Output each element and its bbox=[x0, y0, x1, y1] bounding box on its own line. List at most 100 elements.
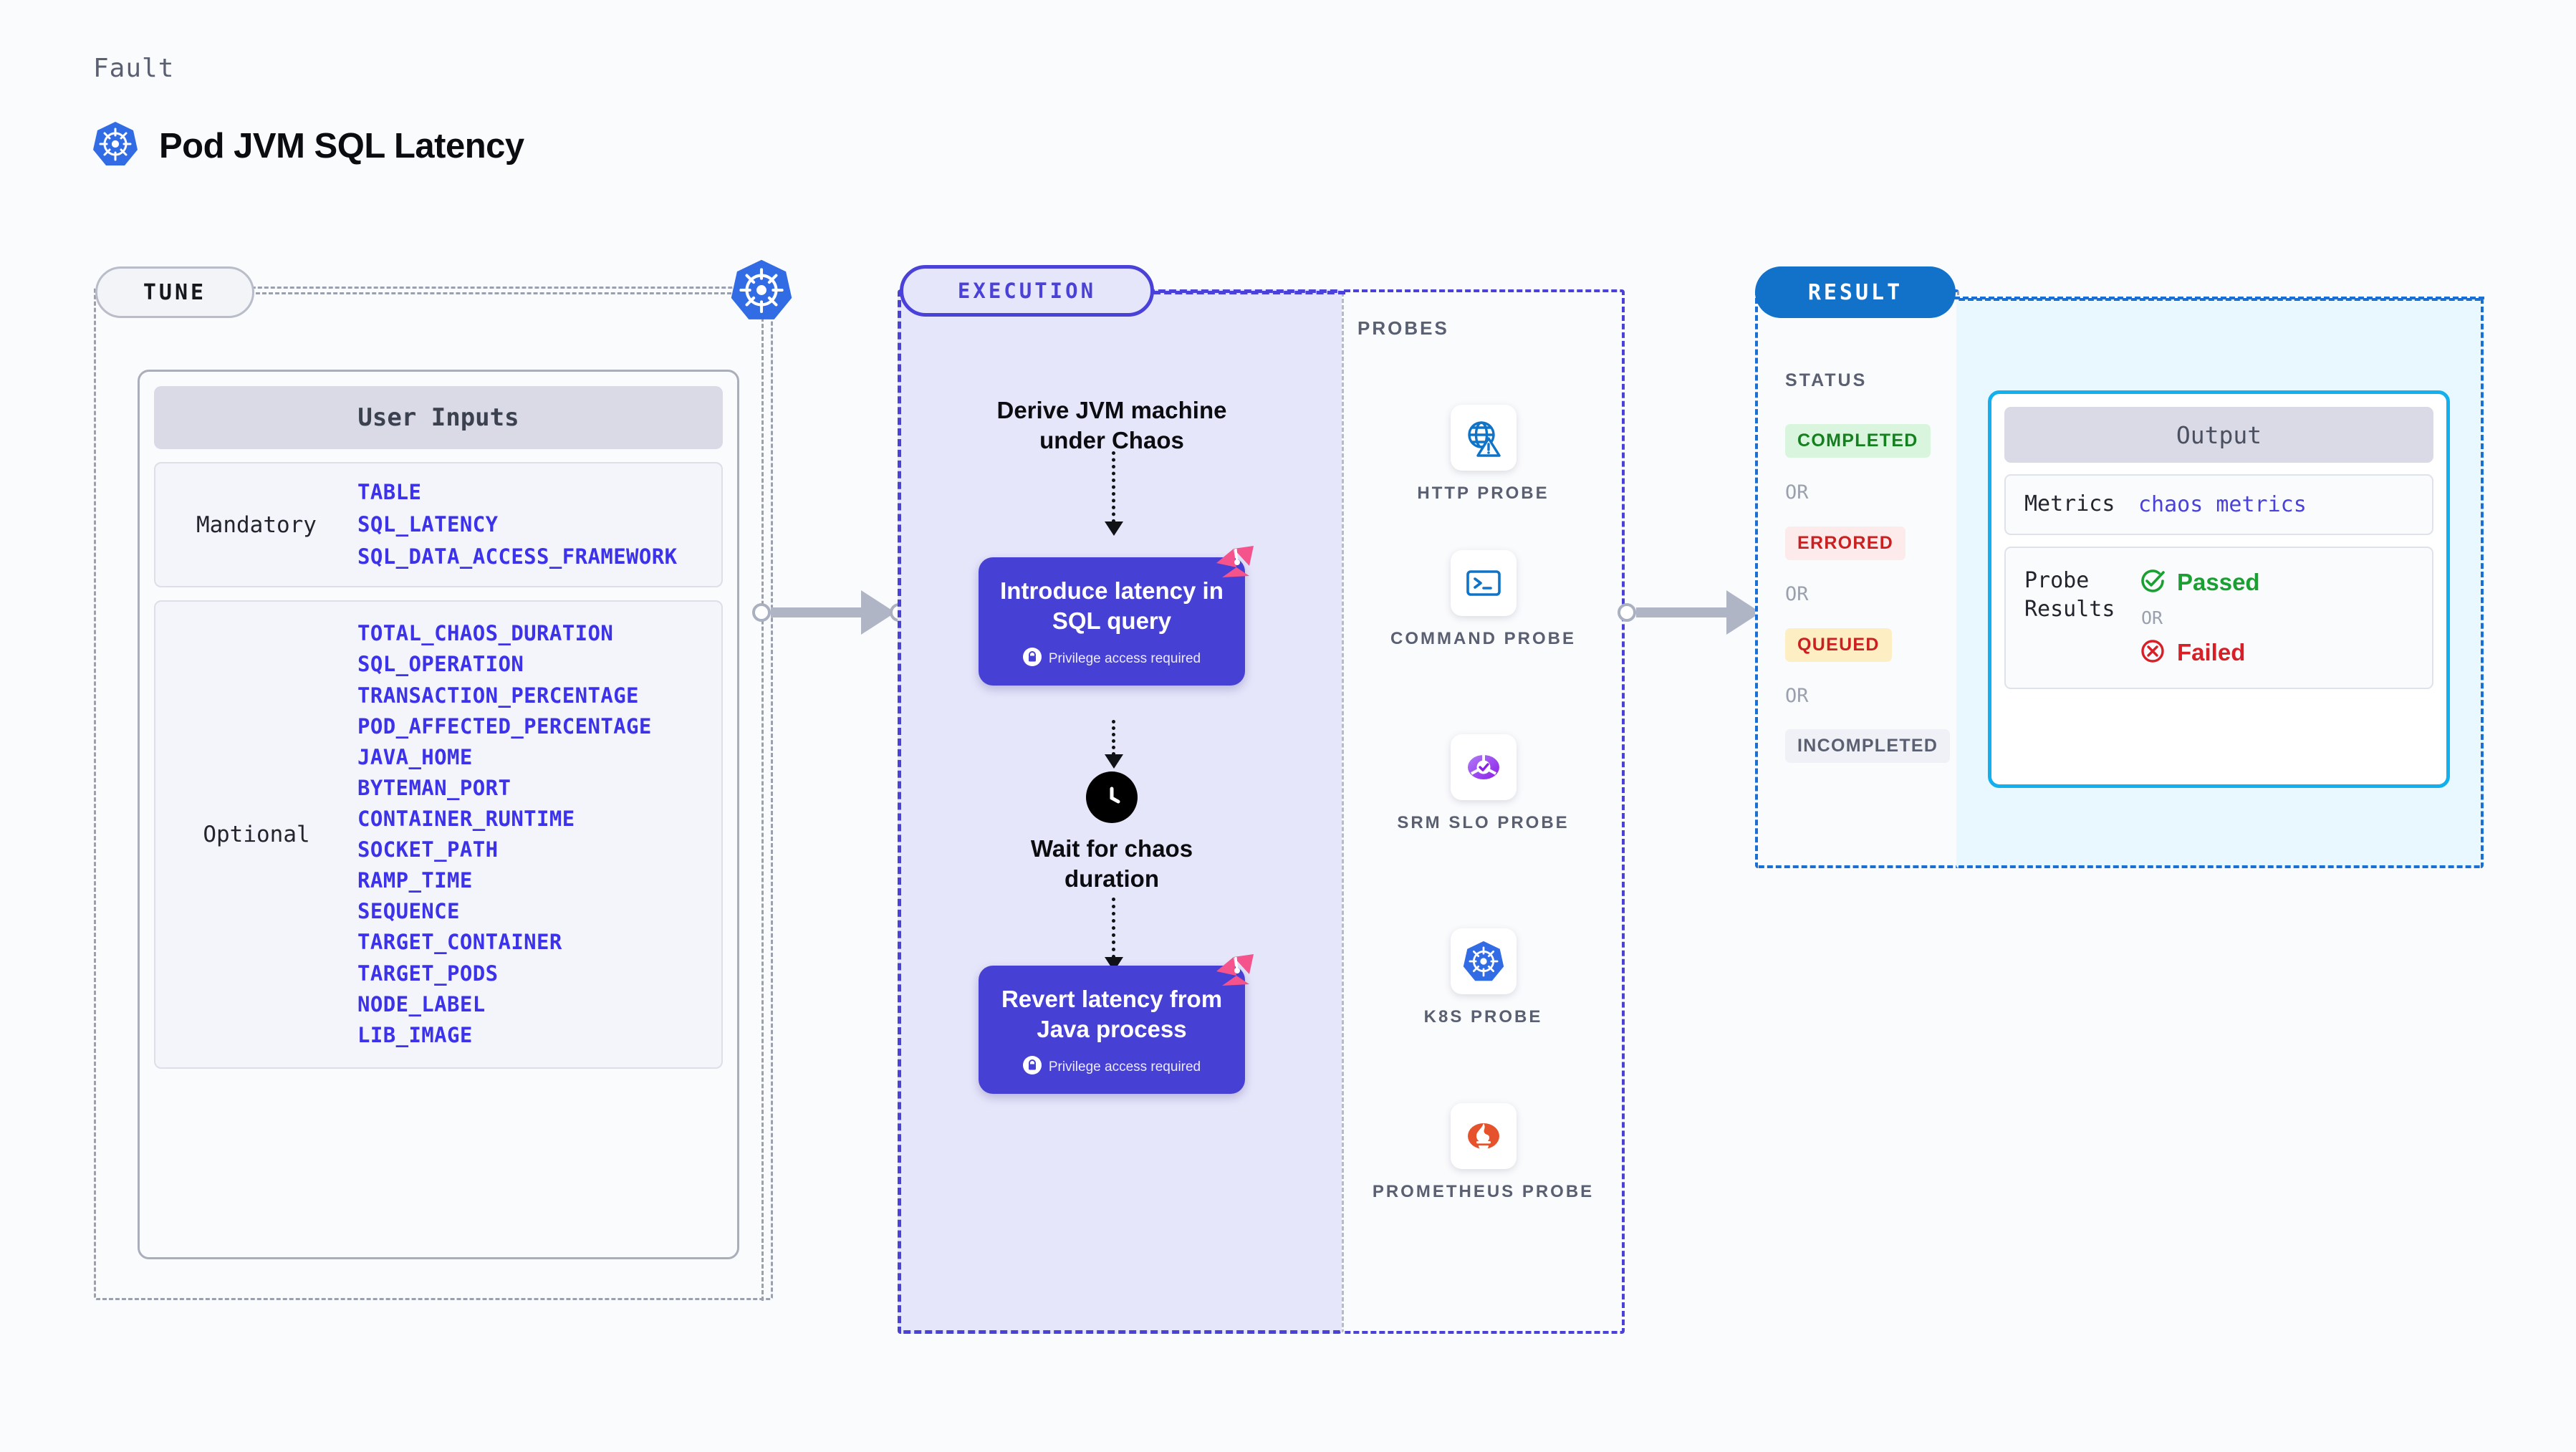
wait-duration-step-label: Wait for chaos duration bbox=[1030, 835, 1193, 893]
mandatory-inputs-list: TABLE SQL_LATENCY SQL_DATA_ACCESS_FRAMEW… bbox=[357, 479, 678, 570]
kubernetes-icon bbox=[731, 258, 792, 326]
probe-k8s[interactable]: K8S PROBE bbox=[1342, 928, 1625, 1028]
prometheus-icon bbox=[1450, 1103, 1517, 1169]
optional-label: Optional bbox=[203, 822, 310, 848]
list-item[interactable]: SQL_OPERATION bbox=[357, 652, 524, 677]
passed-label: Passed bbox=[2177, 569, 2260, 595]
execution-badge[interactable]: EXECUTION bbox=[900, 265, 1154, 317]
status-badge-errored: ERRORED bbox=[1785, 527, 1906, 560]
introduce-latency-step[interactable]: Introduce latency in SQL query Privilege… bbox=[979, 557, 1245, 686]
list-item[interactable]: TRANSACTION_PERCENTAGE bbox=[357, 683, 639, 708]
list-item[interactable]: TOTAL_CHAOS_DURATION bbox=[357, 621, 614, 646]
flow-arrowhead bbox=[1105, 521, 1123, 536]
connector-bar bbox=[771, 607, 862, 617]
flow-arrowhead bbox=[1105, 754, 1123, 769]
probe-label: SRM SLO PROBE bbox=[1397, 813, 1570, 832]
terminal-icon bbox=[1450, 550, 1517, 616]
probe-results-label: Probe Results bbox=[2024, 567, 2115, 622]
lock-icon bbox=[1022, 1056, 1042, 1078]
connector-bar bbox=[1636, 607, 1728, 617]
probe-command[interactable]: COMMAND PROBE bbox=[1342, 550, 1625, 650]
connector-dot bbox=[752, 603, 771, 622]
list-item[interactable]: POD_AFFECTED_PERCENTAGE bbox=[357, 713, 652, 739]
page-title: Pod JVM SQL Latency bbox=[159, 126, 524, 165]
revert-latency-step[interactable]: Revert latency from Java process Privile… bbox=[979, 966, 1245, 1095]
list-item[interactable]: TARGET_CONTAINER bbox=[357, 930, 562, 955]
list-item[interactable]: SOCKET_PATH bbox=[357, 837, 499, 862]
flow-arrow bbox=[1112, 720, 1115, 756]
probe-label: PROMETHEUS PROBE bbox=[1372, 1182, 1595, 1201]
or-separator: OR bbox=[1785, 583, 1809, 605]
or-separator: OR bbox=[1785, 685, 1809, 707]
result-badge[interactable]: RESULT bbox=[1755, 266, 1956, 318]
list-item[interactable]: TABLE bbox=[357, 480, 422, 504]
tune-connector-line bbox=[256, 292, 744, 294]
list-item[interactable]: LIB_IMAGE bbox=[357, 1022, 473, 1047]
list-item[interactable]: NODE_LABEL bbox=[357, 991, 486, 1016]
probe-result-passed: Passed bbox=[2138, 567, 2260, 599]
step-title: Revert latency from Java process bbox=[1001, 986, 1223, 1043]
probe-label: K8S PROBE bbox=[1423, 1007, 1543, 1027]
result-connector-line bbox=[1954, 297, 2484, 299]
probe-result-failed: Failed bbox=[2138, 637, 2260, 669]
status-badge-completed: COMPLETED bbox=[1785, 424, 1931, 458]
x-circle-icon bbox=[2138, 637, 2167, 669]
user-inputs-title: User Inputs bbox=[154, 386, 723, 449]
privilege-note: Privilege access required bbox=[989, 1056, 1235, 1078]
execution-connector-line bbox=[1153, 291, 1345, 294]
or-separator: OR bbox=[2141, 607, 2163, 628]
connector-probes-to-result bbox=[1618, 590, 1774, 635]
privilege-note-text: Privilege access required bbox=[1048, 650, 1201, 666]
lock-icon bbox=[1022, 648, 1042, 670]
probes-section-label: PROBES bbox=[1357, 317, 1449, 339]
probe-results-row: Probe Results Passed OR bbox=[2004, 546, 2433, 689]
optional-inputs-list: TOTAL_CHAOS_DURATION SQL_OPERATION TRANS… bbox=[357, 620, 652, 1049]
metrics-value[interactable]: chaos metrics bbox=[2138, 491, 2307, 517]
fault-eyebrow-label: Fault bbox=[93, 54, 175, 83]
status-section-label: STATUS bbox=[1785, 370, 1868, 390]
optional-inputs-group: Optional TOTAL_CHAOS_DURATION SQL_OPERAT… bbox=[154, 600, 723, 1069]
connector-tune-to-execution bbox=[752, 590, 908, 635]
flow-arrow bbox=[1112, 451, 1115, 523]
srm-slo-icon bbox=[1450, 734, 1517, 800]
status-badge-queued: QUEUED bbox=[1785, 628, 1892, 662]
kubernetes-icon bbox=[93, 120, 138, 171]
probe-label: COMMAND PROBE bbox=[1390, 629, 1576, 648]
metrics-row: Metrics chaos metrics bbox=[2004, 474, 2433, 535]
output-card: Output Metrics chaos metrics Probe Resul… bbox=[1988, 390, 2450, 788]
probe-results-values: Passed OR Failed bbox=[2138, 567, 2260, 669]
metrics-label: Metrics bbox=[2024, 491, 2115, 516]
check-circle-icon bbox=[2138, 567, 2167, 599]
probe-srm-slo[interactable]: SRM SLO PROBE bbox=[1342, 734, 1625, 834]
list-item[interactable]: JAVA_HOME bbox=[357, 744, 473, 769]
list-item[interactable]: TARGET_PODS bbox=[357, 961, 499, 986]
list-item[interactable]: RAMP_TIME bbox=[357, 868, 473, 893]
derive-jvm-step-label: Derive JVM machine under Chaos bbox=[996, 397, 1227, 454]
list-item[interactable]: BYTEMAN_PORT bbox=[357, 775, 511, 800]
probe-http[interactable]: HTTP PROBE bbox=[1342, 405, 1625, 504]
list-item[interactable]: SQL_LATENCY bbox=[357, 512, 499, 537]
list-item[interactable]: SEQUENCE bbox=[357, 899, 460, 924]
tune-badge[interactable]: TUNE bbox=[95, 266, 254, 318]
probe-prometheus[interactable]: PROMETHEUS PROBE bbox=[1342, 1103, 1625, 1203]
list-item[interactable]: SQL_DATA_ACCESS_FRAMEWORK bbox=[357, 544, 678, 569]
mandatory-label: Mandatory bbox=[196, 511, 317, 538]
page-title-row: Pod JVM SQL Latency bbox=[93, 120, 524, 171]
litmus-chaos-icon bbox=[1212, 953, 1256, 990]
probe-label: HTTP PROBE bbox=[1417, 484, 1549, 503]
status-badge-incompleted: INCOMPLETED bbox=[1785, 729, 1951, 763]
step-title: Introduce latency in SQL query bbox=[1000, 577, 1224, 635]
failed-label: Failed bbox=[2177, 639, 2246, 665]
user-inputs-card: User Inputs Mandatory TABLE SQL_LATENCY … bbox=[138, 370, 739, 1259]
privilege-note-text: Privilege access required bbox=[1048, 1059, 1201, 1074]
list-item[interactable]: CONTAINER_RUNTIME bbox=[357, 806, 575, 831]
tune-right-edge bbox=[761, 298, 764, 1301]
or-separator: OR bbox=[1785, 481, 1809, 504]
mandatory-inputs-group: Mandatory TABLE SQL_LATENCY SQL_DATA_ACC… bbox=[154, 462, 723, 588]
flow-arrow bbox=[1112, 898, 1115, 958]
kubernetes-icon bbox=[1450, 928, 1517, 994]
output-title: Output bbox=[2004, 407, 2433, 463]
connector-dot bbox=[1618, 603, 1636, 622]
result-status-region bbox=[1755, 289, 1959, 868]
globe-warning-icon bbox=[1450, 405, 1517, 471]
